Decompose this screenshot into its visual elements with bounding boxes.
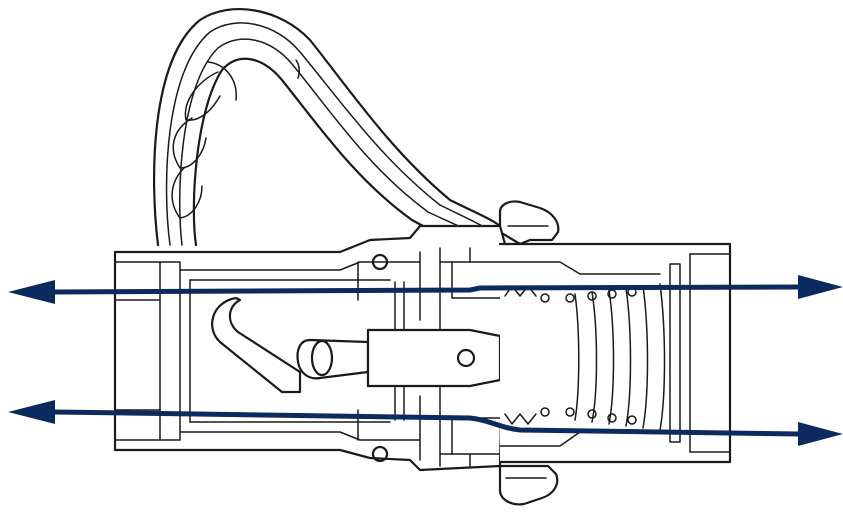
flow-arrows (8, 275, 843, 446)
flow-arrow-bottom (54, 409, 801, 437)
latch-bottom (498, 464, 559, 506)
latch-top (498, 200, 560, 246)
handle-lever (153, 8, 507, 248)
arrow-left-icon (8, 400, 55, 424)
arrow-right-icon (798, 275, 843, 299)
arrow-right-icon (798, 422, 843, 446)
arrow-left-icon (8, 280, 55, 304)
coupler-body-right (498, 242, 732, 464)
flow-arrow-top (54, 284, 801, 295)
